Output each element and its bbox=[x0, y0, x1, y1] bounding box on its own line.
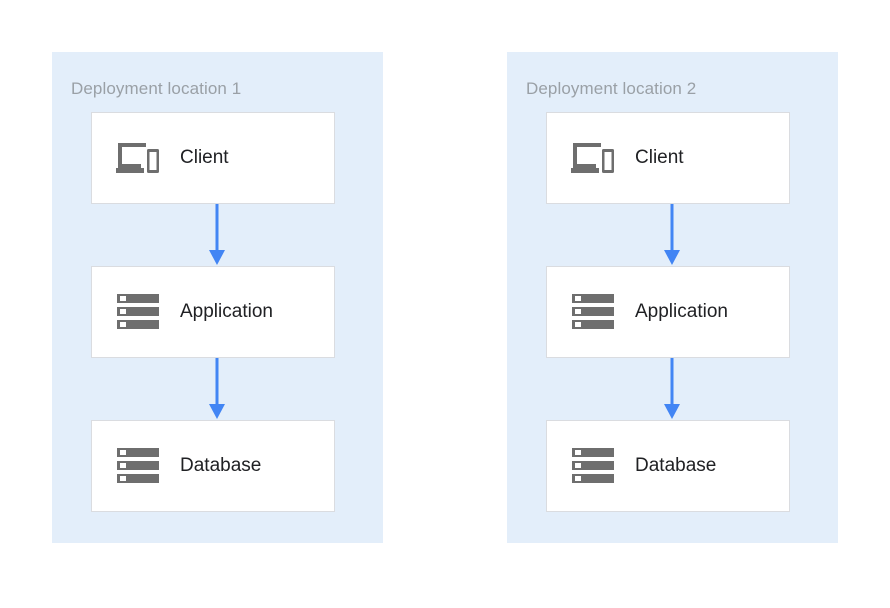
deployment-panel-1: Deployment location 1 Client bbox=[52, 52, 383, 543]
deployment-panel-1-label: Deployment location 1 bbox=[71, 79, 242, 98]
node-client-2-label: Client bbox=[635, 147, 684, 168]
node-application-2-label: Application bbox=[635, 301, 728, 322]
node-database-2[interactable]: Database bbox=[546, 420, 790, 512]
client-devices-icon bbox=[567, 136, 619, 180]
connector-application-to-database-2 bbox=[662, 358, 682, 420]
node-application-1-label: Application bbox=[180, 301, 273, 322]
node-client-1[interactable]: Client bbox=[91, 112, 335, 204]
node-client-2[interactable]: Client bbox=[546, 112, 790, 204]
node-application-1[interactable]: Application bbox=[91, 266, 335, 358]
connector-application-to-database-1 bbox=[207, 358, 227, 420]
node-application-2[interactable]: Application bbox=[546, 266, 790, 358]
deployment-panel-2-label: Deployment location 2 bbox=[526, 79, 697, 98]
server-stack-icon bbox=[567, 444, 619, 488]
client-devices-icon bbox=[112, 136, 164, 180]
node-database-1-label: Database bbox=[180, 455, 262, 476]
server-stack-icon bbox=[112, 290, 164, 334]
connector-client-to-application-2 bbox=[662, 204, 682, 266]
node-database-2-label: Database bbox=[635, 455, 717, 476]
deployment-panel-2: Deployment location 2 Client bbox=[507, 52, 838, 543]
server-stack-icon bbox=[567, 290, 619, 334]
connector-client-to-application-1 bbox=[207, 204, 227, 266]
node-client-1-label: Client bbox=[180, 147, 229, 168]
node-database-1[interactable]: Database bbox=[91, 420, 335, 512]
server-stack-icon bbox=[112, 444, 164, 488]
